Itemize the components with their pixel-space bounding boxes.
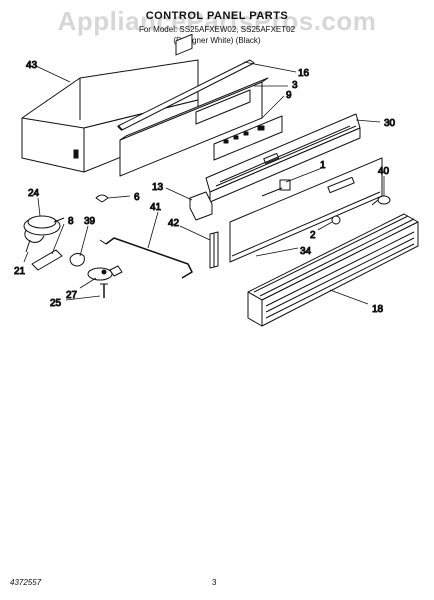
- part-screw-6: [95, 194, 109, 203]
- callout-42: 42: [168, 218, 180, 229]
- color-variants: (Designer White) (Black): [173, 36, 261, 45]
- page-number: 3: [212, 578, 217, 587]
- part-control-panel-overlay: [229, 157, 383, 263]
- part-bracket: [31, 249, 63, 271]
- callout-2: 2: [310, 230, 316, 241]
- callout-6: 6: [134, 192, 140, 203]
- callout-21: 21: [14, 266, 26, 277]
- watermark-text: AppliancePartsPros.com: [57, 6, 377, 36]
- part-end-cap: [189, 191, 213, 221]
- part-damper-motor: [23, 215, 65, 243]
- callout-13: 13: [152, 182, 164, 193]
- callout-30: 30: [384, 118, 396, 129]
- part-light-socket: [371, 195, 391, 206]
- part-damper-link-rod: [99, 237, 193, 279]
- callout-1: 1: [320, 160, 326, 171]
- diagram-title: CONTROL PANEL PARTS: [145, 10, 289, 22]
- callout-16: 16: [298, 68, 310, 79]
- callout-39: 39: [84, 216, 96, 227]
- part-screw-25: [100, 283, 108, 298]
- model-numbers: For Model: SS25AFXEW02, SS25AFXET02: [138, 25, 296, 34]
- part-base-grille: [247, 213, 419, 327]
- document-number: 4372557: [10, 578, 42, 587]
- part-light-switch: [261, 179, 291, 197]
- part-electronic-control-board: [213, 115, 283, 161]
- part-screw-2: [331, 215, 341, 225]
- part-damper-arm: [87, 265, 123, 281]
- callout-27: 27: [66, 290, 78, 301]
- callout-34: 34: [300, 246, 312, 257]
- callout-18: 18: [372, 304, 384, 315]
- callout-leader-lines: [23, 61, 385, 305]
- part-drawer-rail: [117, 59, 255, 131]
- part-screw-21: [25, 239, 31, 253]
- callout-labels: 43 16 3 9 30 1 40 13 6 24 8 39 41 42 2 3…: [14, 60, 397, 316]
- callout-25: 25: [50, 298, 62, 309]
- callout-8: 8: [68, 216, 74, 227]
- part-end-bracket: [209, 231, 219, 269]
- callout-41: 41: [150, 202, 162, 213]
- callout-43: 43: [26, 60, 38, 71]
- callout-24: 24: [28, 188, 40, 199]
- part-control-panel-frame: [205, 113, 361, 203]
- callout-9: 9: [286, 90, 292, 101]
- part-control-housing: [119, 33, 269, 177]
- part-clip: [69, 252, 85, 267]
- callout-3: 3: [292, 80, 298, 91]
- callout-40: 40: [378, 166, 390, 177]
